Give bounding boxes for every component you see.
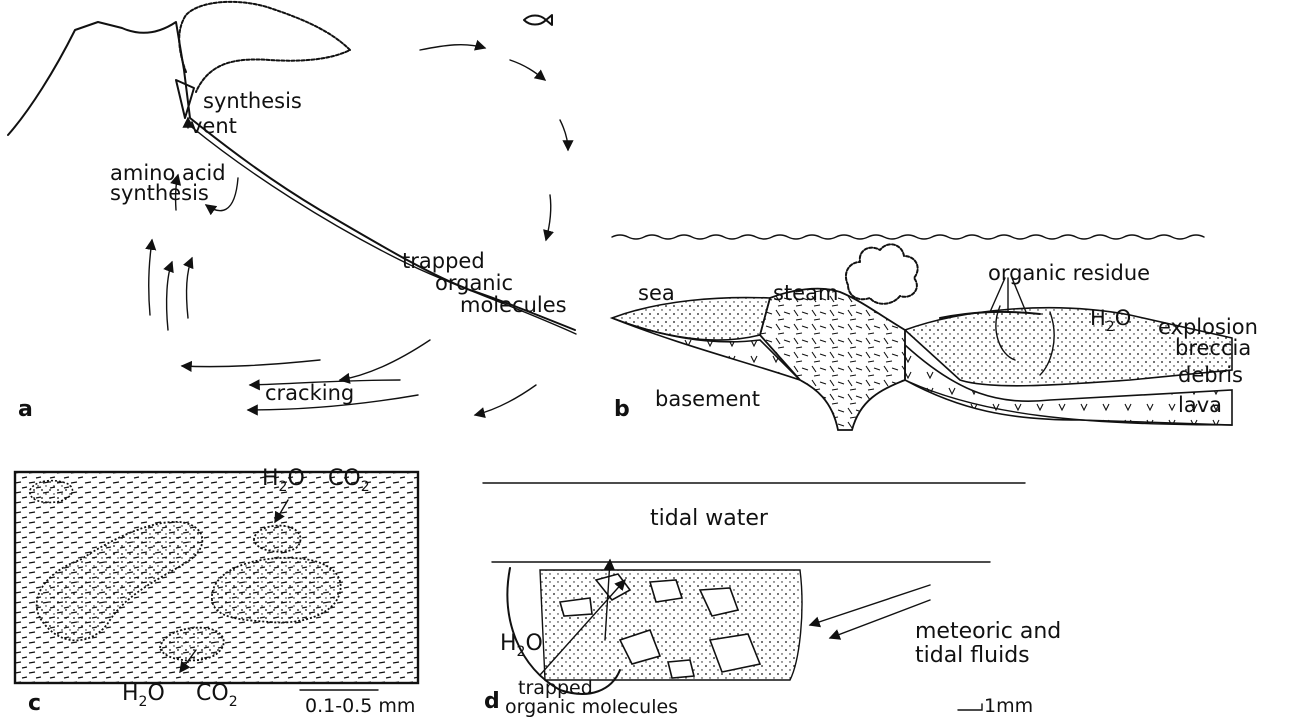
synthesis-label: synthesis: [203, 89, 302, 113]
trapped-label: trapped: [402, 249, 485, 273]
synthesis-plume: [179, 2, 350, 92]
vent-label: vent: [190, 114, 237, 138]
debris-layer: [612, 298, 770, 340]
d-h2o-label: H2O: [500, 631, 543, 660]
panel-c-letter: c: [28, 691, 41, 716]
tidal-water-label: tidal water: [650, 506, 769, 531]
sea-surface: [612, 235, 1204, 239]
organic-label: organic: [435, 271, 513, 295]
c-top-h2o: H2O: [262, 466, 305, 495]
amino-synthesis-label: synthesis: [110, 181, 209, 205]
d-organic-molecules-label: organic molecules: [505, 696, 678, 717]
c-bottom-co2: CO2: [196, 681, 238, 710]
steam-label: steam: [773, 281, 838, 305]
c-top-co2: CO2: [328, 466, 370, 495]
d-arrow-meteoric-1: [810, 585, 930, 625]
d-scale-bar: [958, 704, 982, 710]
panel-a: synthesis vent amino acid synthesis trap…: [8, 2, 576, 422]
vug-corner: [30, 481, 73, 503]
fish-icon: [524, 15, 552, 25]
d-scale-label: 1mm: [984, 695, 1033, 717]
panel-a-letter: a: [18, 397, 33, 422]
c-bottom-h2o: H2O: [122, 681, 165, 710]
steam-cloud: [846, 244, 918, 303]
debris-label: debris: [1178, 363, 1243, 387]
panel-d: tidal water H2O meteoric and tidal fluid…: [483, 483, 1061, 717]
vug-top: [254, 526, 300, 552]
tidal-fluids-label: tidal fluids: [915, 643, 1030, 668]
c-scale-label: 0.1-0.5 mm: [305, 695, 415, 717]
molecules-label: molecules: [460, 293, 567, 317]
breccia-label: breccia: [1175, 336, 1251, 360]
panel-b: sea steam organic residue H2O explosion …: [612, 235, 1258, 430]
organic-residue-label: organic residue: [988, 261, 1150, 285]
lava-label: lava: [1178, 393, 1222, 417]
basement-label: basement: [655, 387, 760, 411]
meteoric-label: meteoric and: [915, 619, 1061, 644]
sea-label: sea: [638, 281, 675, 305]
cracking-label: cracking: [265, 381, 354, 405]
panel-b-letter: b: [614, 397, 630, 422]
panel-d-letter: d: [484, 689, 500, 714]
panel-c: H2O CO2 H2O CO2 0.1-0.5 mm c: [15, 466, 418, 717]
diatreme: [760, 289, 905, 430]
